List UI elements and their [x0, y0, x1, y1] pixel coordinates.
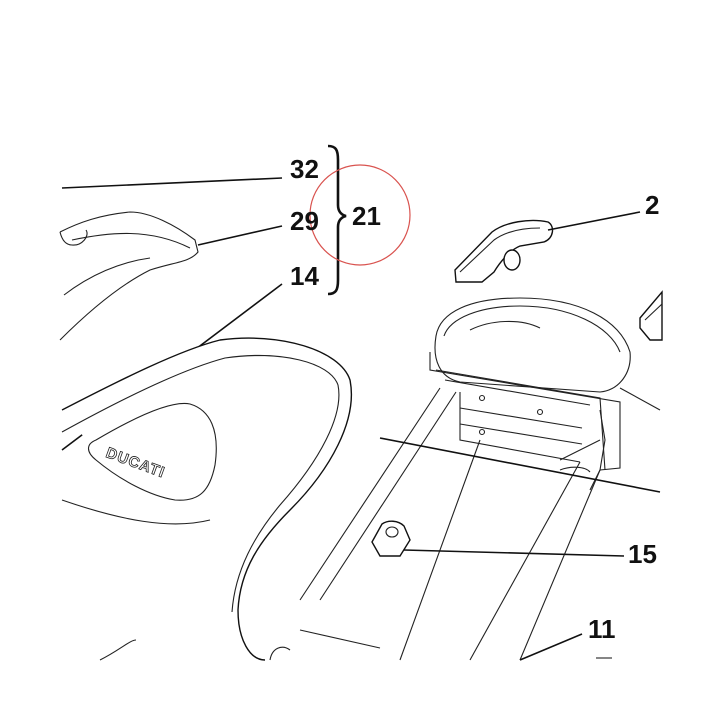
callout-2: 2	[645, 190, 659, 220]
callout-14: 14	[290, 261, 319, 291]
subframe-assembly	[299, 297, 661, 661]
leader-line-29	[197, 225, 283, 246]
lower-fastener	[269, 629, 612, 661]
grouping-brace	[327, 144, 347, 296]
callout-21: 21	[352, 201, 381, 231]
seat-pad-part: DUCATI	[61, 337, 352, 661]
seat-cowl-part	[59, 211, 199, 341]
highlight-circle	[309, 164, 411, 266]
callout-32: 32	[290, 154, 319, 184]
leader-line-32	[61, 177, 283, 189]
callout-11: 11	[588, 614, 616, 644]
right-edge-part	[639, 290, 663, 341]
callout-15: 15	[628, 539, 657, 569]
callout-29: 29	[290, 206, 319, 236]
clip-part-15	[371, 520, 625, 557]
bracket-part-2	[454, 211, 641, 283]
